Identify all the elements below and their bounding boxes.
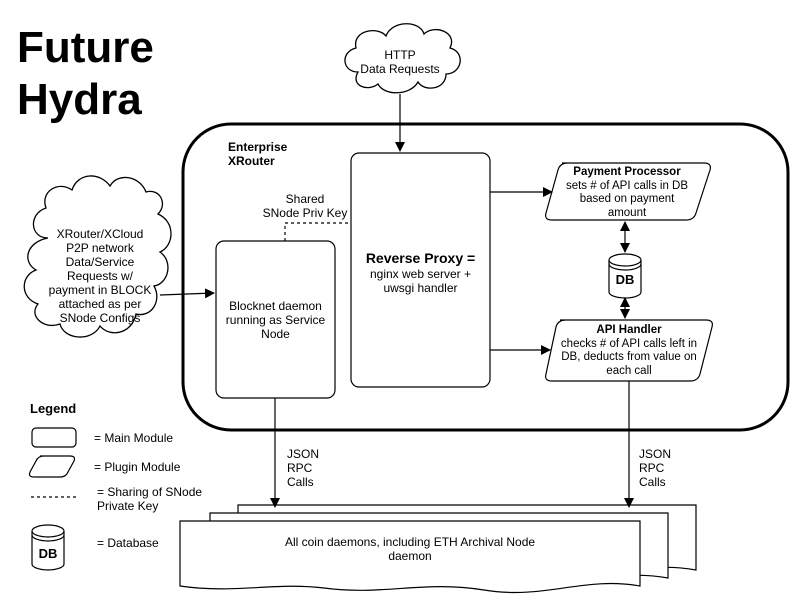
json-rpc-left-label: JSON RPC Calls [287, 447, 320, 489]
shared-key-dashed-line [284, 222, 351, 241]
reverse-proxy-box [350, 152, 491, 388]
shared-key-label: Shared SNode Priv Key [262, 192, 348, 220]
legend-db-label: DB [38, 546, 58, 561]
blocknet-label: Blocknet daemon running as Service Node [225, 299, 326, 341]
legend-main-module-label: = Main Module [94, 431, 174, 445]
title-line-1: Future [17, 23, 154, 72]
legend-title: Legend [30, 401, 77, 416]
http-cloud-label: HTTP Data Requests [360, 48, 440, 76]
payment-processor-label: Payment Processor sets # of API calls in… [565, 166, 689, 219]
coin-daemons-label: All coin daemons, including ETH Archival… [284, 535, 536, 563]
enterprise-container [181, 122, 790, 432]
cloud-to-blocknet-arrow [159, 288, 215, 299]
reverse-proxy-label: Reverse Proxy = nginx web server + uwsgi… [365, 250, 476, 295]
title-line-2: Hydra [17, 75, 142, 124]
enterprise-label: Enterprise XRouter [228, 140, 288, 168]
json-rpc-right-label: JSON RPC Calls [639, 447, 672, 489]
api-handler-shape [545, 319, 713, 382]
db-label: DB [615, 272, 635, 287]
http-cloud-shape [344, 23, 461, 94]
legend-database-label: = Database [97, 536, 159, 550]
legend-sharing-label: = Sharing of SNode Private Key [97, 485, 203, 513]
payment-processor-shape [545, 162, 711, 221]
left-cloud-label: XRouter/XCloud P2P network Data/Service … [48, 227, 152, 325]
api-handler-label: API Handler checks # of API calls left i… [560, 324, 698, 377]
legend-plugin-module-label: = Plugin Module [94, 460, 181, 474]
coin-daemons-front [179, 520, 641, 594]
left-cloud-shape [23, 175, 172, 338]
legend-main-module-shape [31, 427, 77, 448]
legend-plugin-module-shape [28, 455, 76, 478]
